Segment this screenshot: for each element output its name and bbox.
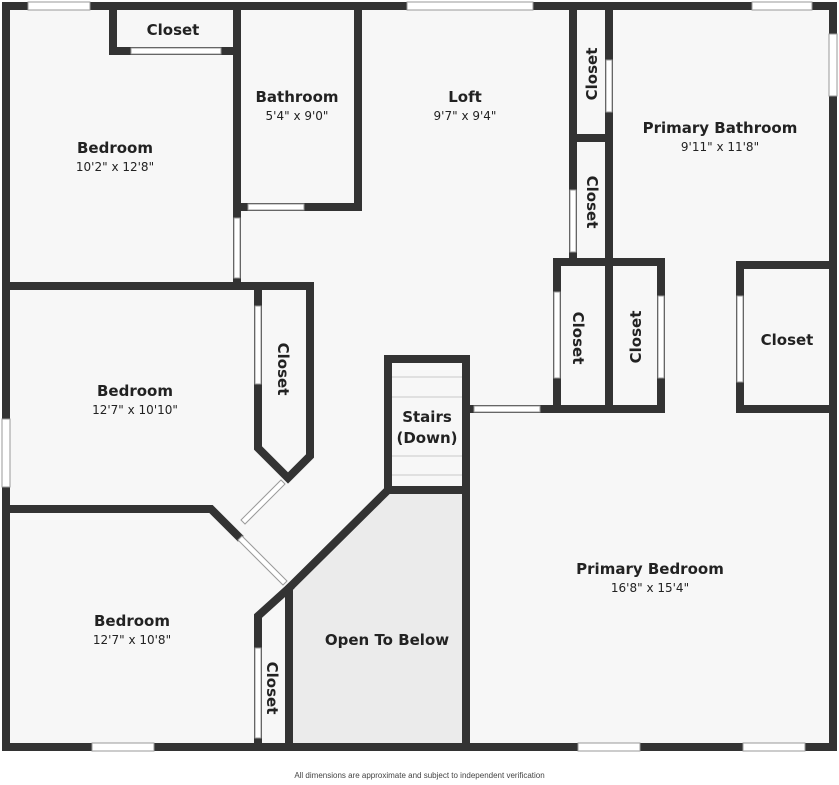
- bathroom-label: Bathroom: [255, 88, 338, 106]
- closet-b-label: Closet: [583, 176, 601, 229]
- windows: [1, 1, 838, 752]
- stairs-sub-label: (Down): [396, 429, 457, 447]
- primary-bedroom-label: Primary Bedroom: [576, 560, 724, 578]
- primary-bathroom-label: Primary Bathroom: [643, 119, 798, 137]
- bedroom-2-label: Bedroom: [97, 382, 173, 400]
- loft-label: Loft: [448, 88, 482, 106]
- closet-primary-label: Closet: [761, 331, 814, 349]
- loft-dims: 9'7" x 9'4": [434, 109, 497, 123]
- closet-bed3-label: Closet: [263, 662, 281, 715]
- disclaimer-text: All dimensions are approximate and subje…: [294, 771, 545, 780]
- open-to-below-area: [289, 490, 463, 745]
- bedroom-2-dims: 12'7" x 10'10": [92, 403, 178, 417]
- bedroom-1-dims: 10'2" x 12'8": [76, 160, 154, 174]
- closet-d-label: Closet: [627, 311, 645, 364]
- door-openings: [130, 47, 744, 739]
- closet-top-label: Closet: [147, 21, 200, 39]
- closet-a-label: Closet: [583, 48, 601, 101]
- primary-bedroom-dims: 16'8" x 15'4": [611, 581, 689, 595]
- stair-treads: [390, 376, 462, 476]
- closet-bed2-label: Closet: [274, 343, 292, 396]
- open-to-below-label: Open To Below: [325, 631, 449, 649]
- stairs-label: Stairs: [402, 408, 452, 426]
- bathroom-dims: 5'4" x 9'0": [266, 109, 329, 123]
- primary-bathroom-dims: 9'11" x 11'8": [681, 140, 759, 154]
- bedroom-3-label: Bedroom: [94, 612, 170, 630]
- closet-c-label: Closet: [569, 312, 587, 365]
- bedroom-1-label: Bedroom: [77, 139, 153, 157]
- bedroom-3-dims: 12'7" x 10'8": [93, 633, 171, 647]
